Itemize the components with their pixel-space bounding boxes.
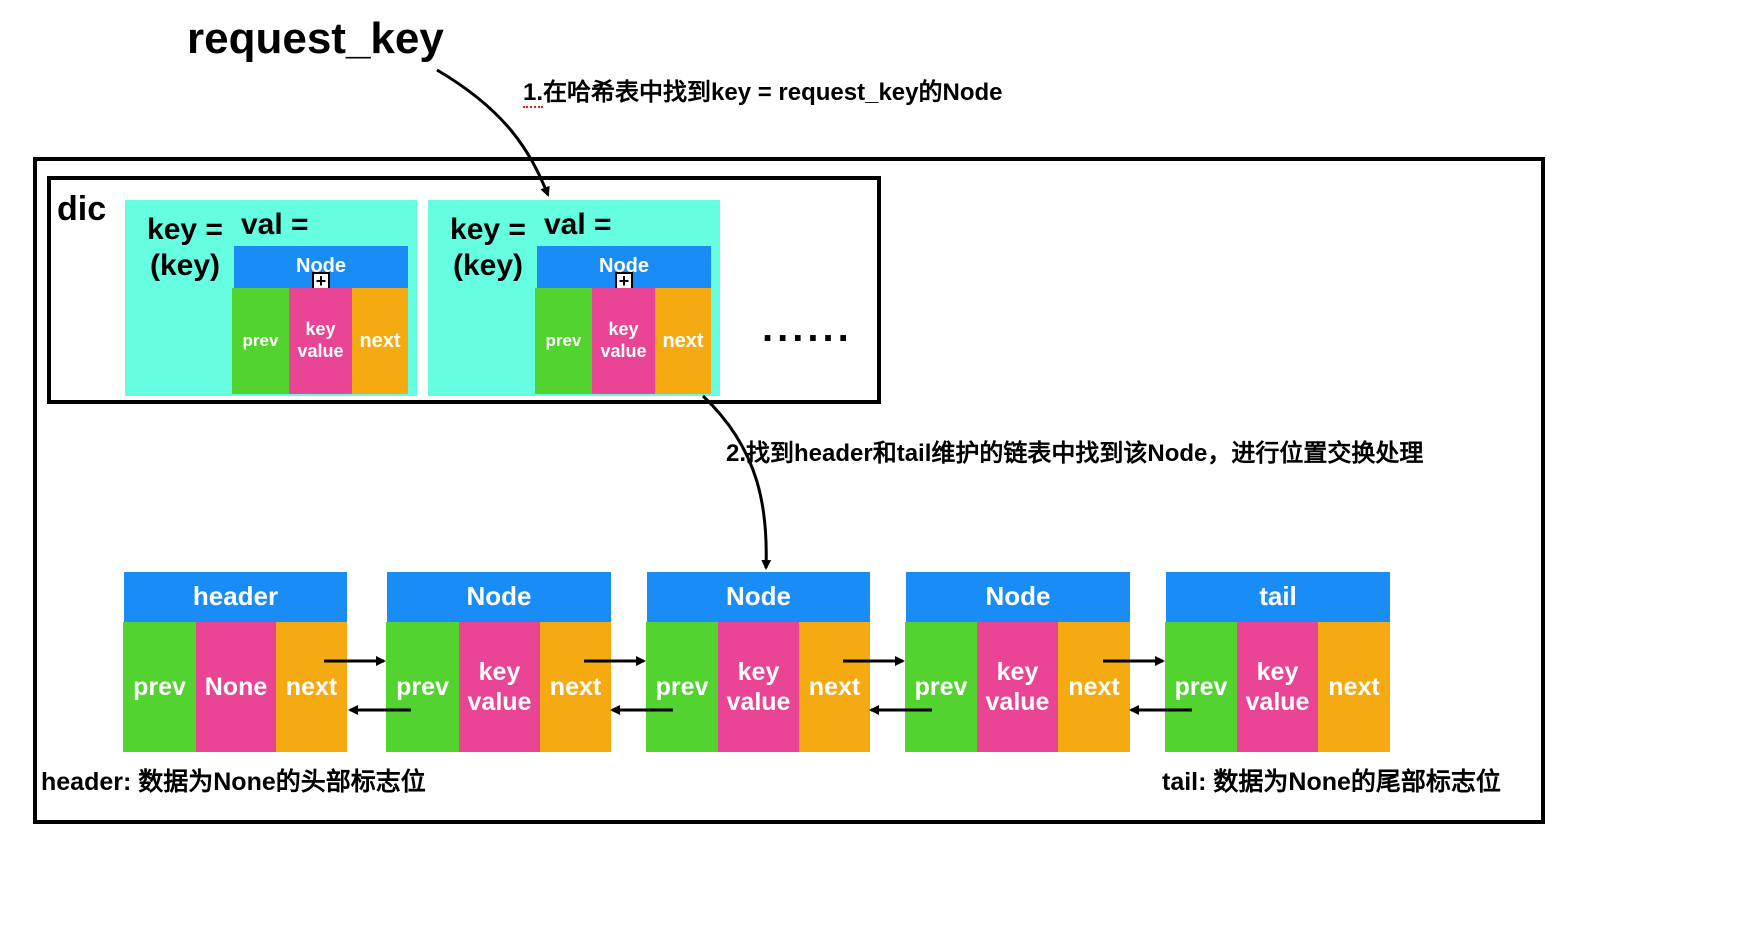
node-title: Node [906,572,1130,622]
dic-entry: key = (key) val = Node + prev key value … [125,200,417,396]
locate-arrow [701,394,772,570]
node-key-text: key [737,658,780,686]
entry-key-text: key [608,319,639,340]
node-prev-cell: prev [646,622,718,752]
node-title: Node [387,572,611,622]
entry-val-label: val = [544,208,612,241]
node-next-cell: next [276,622,347,752]
node-value-text: value [985,688,1050,716]
tail-note: tail: 数据为None的尾部标志位 [1162,768,1501,796]
entry-data-cell: key value [289,288,352,394]
entry-val-label: val = [241,208,309,241]
node-next-cell: next [540,622,611,752]
entry-key-line1: key = [450,213,526,246]
entry-next-cell: next [352,288,408,394]
node-next-cell: next [1058,622,1130,752]
header-note: header: 数据为None的头部标志位 [41,768,426,796]
request-key-title: request_key [187,14,444,63]
entry-key-line2: (key) [452,249,524,282]
lookup-arrow [436,68,550,197]
node-data-cell: key value [718,622,799,752]
entry-node-label: Node [296,255,346,277]
step2-annotation: 2.找到header和tail维护的链表中找到该Node，进行位置交换处理 [726,440,1424,467]
node-key-text: key [478,658,521,686]
entry-value-text: value [600,341,647,361]
node-value-text: value [467,688,532,716]
list-node: Node prev key value next [386,572,611,752]
node-data-cell: None [196,622,276,752]
node-next-cell: next [1318,622,1390,752]
dic-entry: key = (key) val = Node + prev key value … [428,200,720,396]
step1-annotation: 1.在哈希表中找到key = request_key的Node [523,72,1003,108]
node-key-text: key [1256,658,1299,686]
step1-number: 1. [523,79,544,108]
entry-key-label: key = (key) [438,212,538,284]
dic-frame [47,176,881,404]
node-title: Node [647,572,870,622]
node-prev-cell: prev [905,622,977,752]
entry-prev-label: prev [545,330,582,350]
dic-label: dic [57,190,107,228]
entry-prev-cell: prev [535,288,592,394]
node-value-text: value [1245,688,1310,716]
entry-key-label: key = (key) [135,212,235,284]
list-node-header: header prev None next [123,572,347,752]
node-title: header [124,572,347,622]
step1-text: 在哈希表中找到key = request_key的Node [543,79,1003,106]
entry-next-label: next [662,330,704,352]
entry-key-text: key [305,319,336,340]
node-data-cell: key value [459,622,540,752]
node-prev-cell: prev [386,622,459,752]
entry-next-label: next [359,330,401,352]
node-key-text: key [996,658,1039,686]
entry-key-line2: (key) [149,249,221,282]
list-node-target: Node prev key value next [646,572,870,752]
entry-data-cell: key value [592,288,655,394]
ellipsis: ...... [762,306,853,350]
list-node-tail: tail prev key value next [1165,572,1390,752]
node-title: tail [1166,572,1390,622]
entry-node-label: Node [599,255,649,277]
entry-next-cell: next [655,288,711,394]
outer-frame [33,157,1545,824]
entry-prev-cell: prev [232,288,289,394]
entry-key-line1: key = [147,213,223,246]
entry-prev-label: prev [242,330,279,350]
node-next-cell: next [799,622,870,752]
list-node: Node prev key value next [905,572,1130,752]
node-value-text: value [726,688,791,716]
node-prev-cell: prev [1165,622,1237,752]
node-prev-cell: prev [123,622,196,752]
node-data-cell: key value [977,622,1058,752]
entry-value-text: value [297,341,344,361]
node-data-cell: key value [1237,622,1318,752]
